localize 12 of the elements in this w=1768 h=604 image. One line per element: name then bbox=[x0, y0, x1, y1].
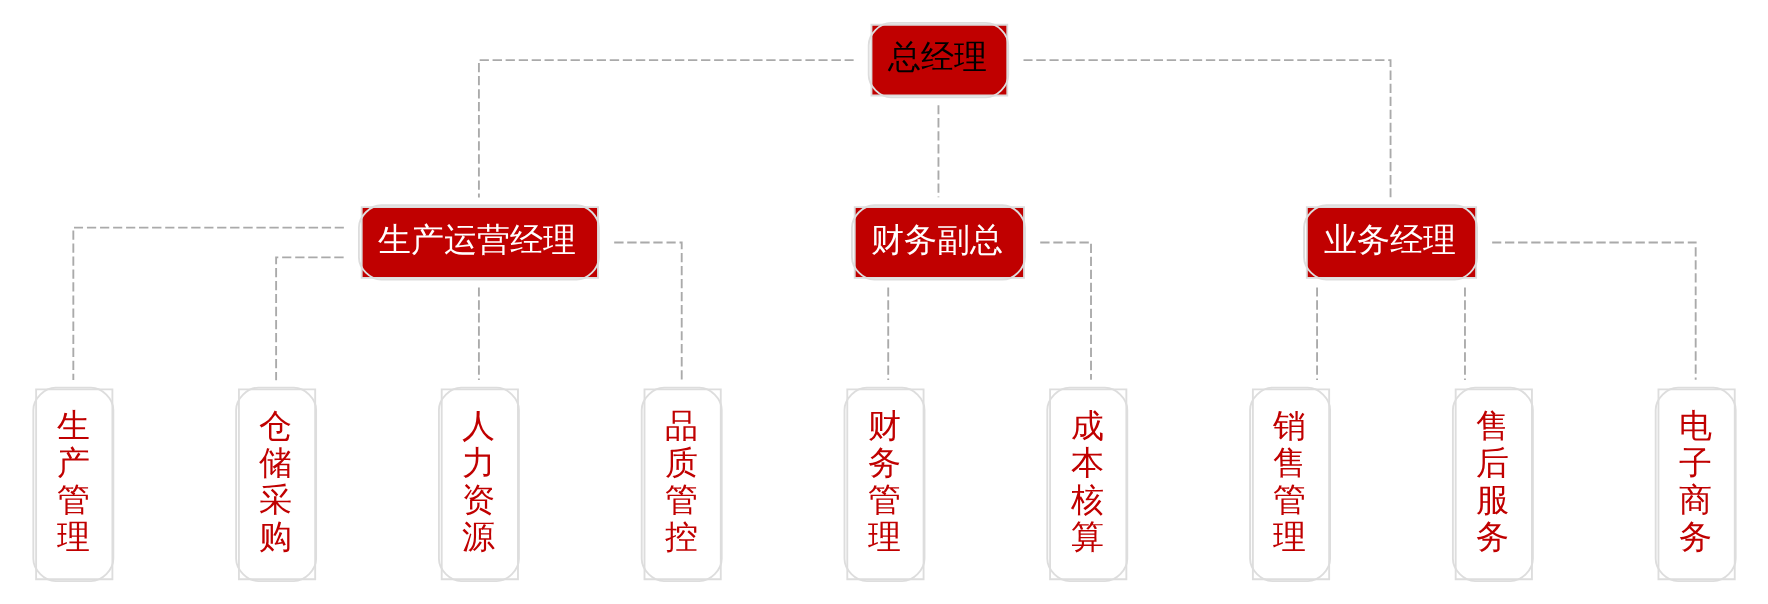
connector bbox=[477, 286, 480, 381]
connector bbox=[1463, 286, 1466, 381]
connector bbox=[477, 59, 855, 199]
connector bbox=[1315, 286, 1318, 381]
connector bbox=[612, 241, 683, 381]
connector bbox=[1490, 241, 1697, 381]
connector bbox=[274, 256, 345, 382]
connector bbox=[71, 226, 345, 381]
connector bbox=[886, 286, 889, 381]
connector bbox=[937, 104, 939, 199]
connector bbox=[1022, 59, 1391, 199]
connector bbox=[1038, 241, 1092, 381]
